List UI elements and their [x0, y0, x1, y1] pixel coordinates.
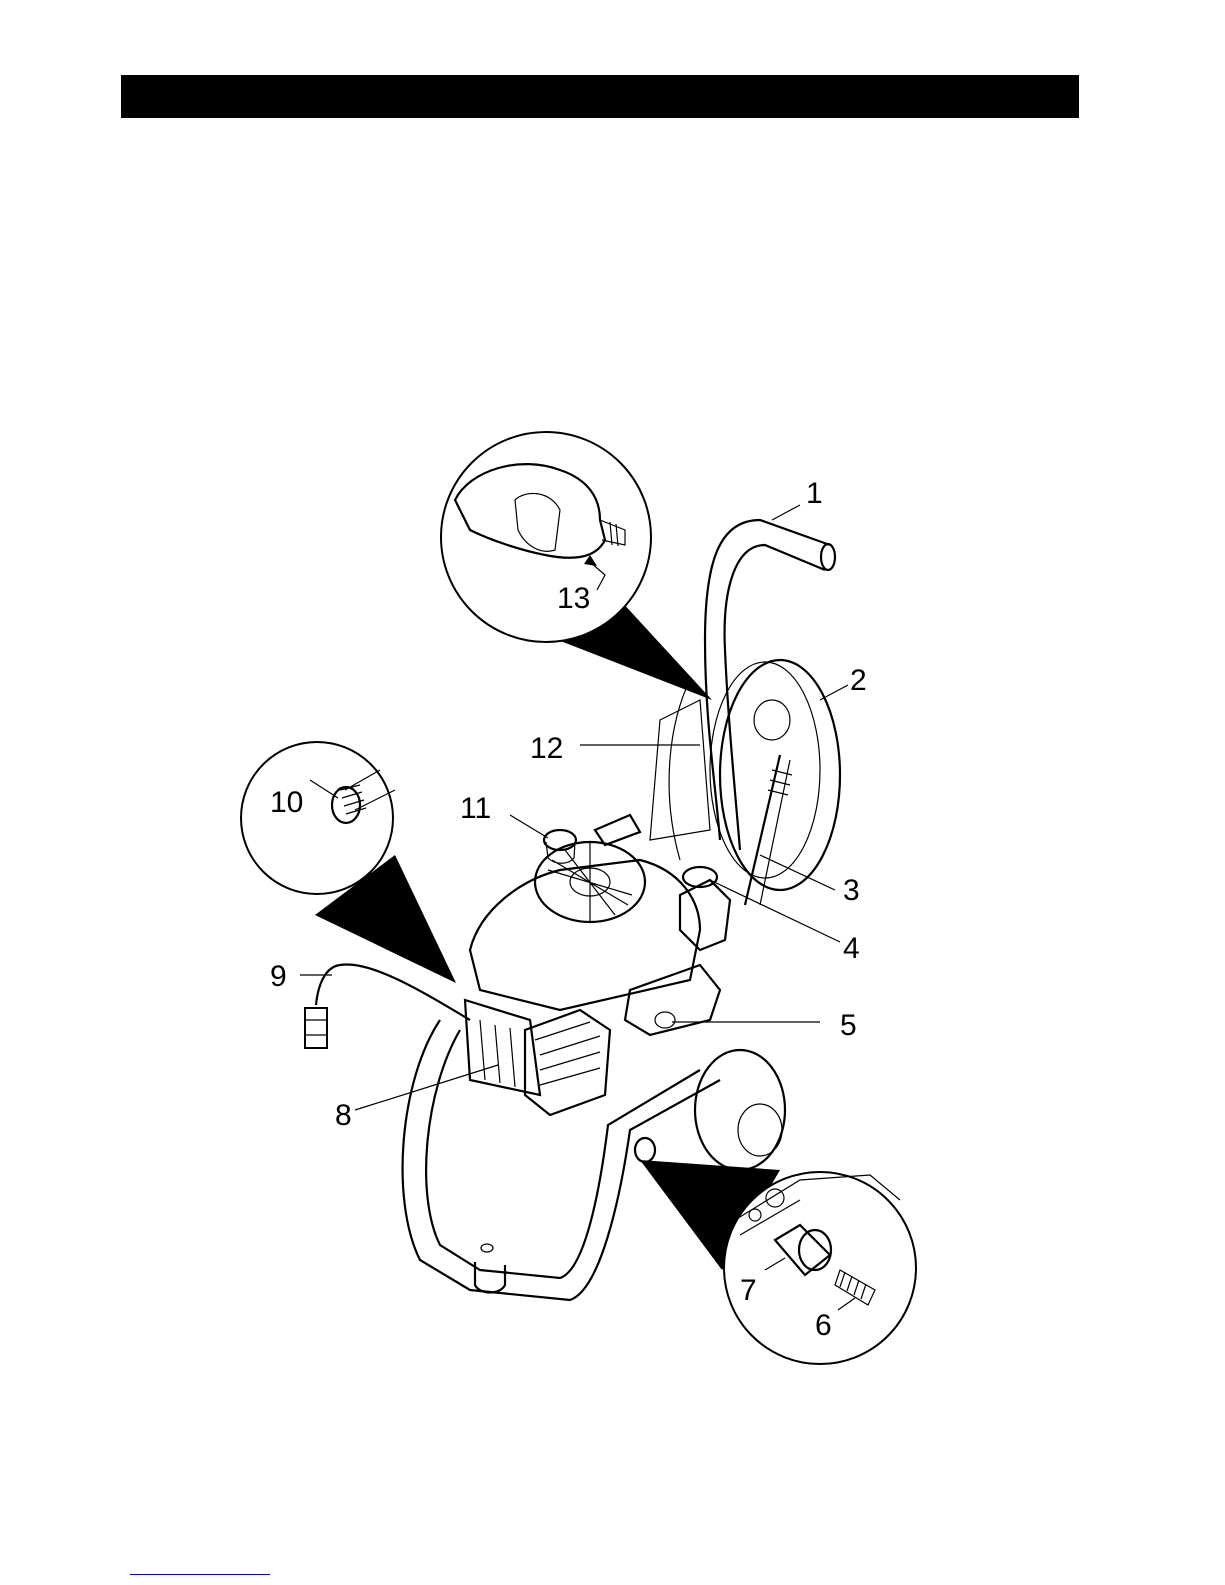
callout-2: 2: [850, 664, 867, 697]
detail-circle-water-inlet: [640, 1160, 916, 1364]
leader-2: [820, 685, 848, 700]
leader-8: [355, 1065, 498, 1110]
leader-11: [510, 815, 548, 838]
footer-line: [130, 1574, 270, 1575]
callout-13: 13: [557, 582, 590, 615]
callout-7: 7: [740, 1274, 757, 1307]
callout-8: 8: [335, 1099, 352, 1132]
callout-9: 9: [270, 960, 287, 993]
detail-circle-trigger-gun: [441, 432, 712, 700]
callout-10: 10: [270, 786, 303, 819]
callout-3: 3: [843, 874, 860, 907]
callout-1: 1: [806, 477, 823, 510]
callout-4: 4: [843, 932, 860, 965]
callout-11: 11: [460, 792, 491, 825]
callout-5: 5: [840, 1009, 857, 1042]
callout-6: 6: [815, 1309, 832, 1342]
callout-12: 12: [530, 732, 563, 765]
leader-1: [772, 505, 800, 520]
detail-circle-fitting: [241, 742, 456, 983]
